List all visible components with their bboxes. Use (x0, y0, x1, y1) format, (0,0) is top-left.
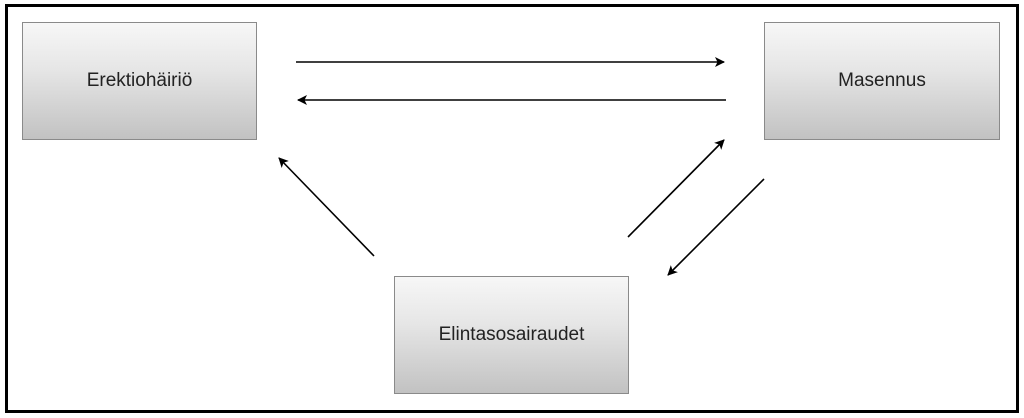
node-erektiohairio: Erektiohäiriö (22, 22, 257, 140)
node-elintasosairaudet: Elintasosairaudet (394, 276, 629, 394)
node-elintasosairaudet-label: Elintasosairaudet (438, 324, 585, 345)
node-masennus: Masennus (764, 22, 1000, 140)
node-erektiohairio-label: Erektiohäiriö (86, 70, 193, 91)
node-masennus-label: Masennus (838, 70, 926, 91)
